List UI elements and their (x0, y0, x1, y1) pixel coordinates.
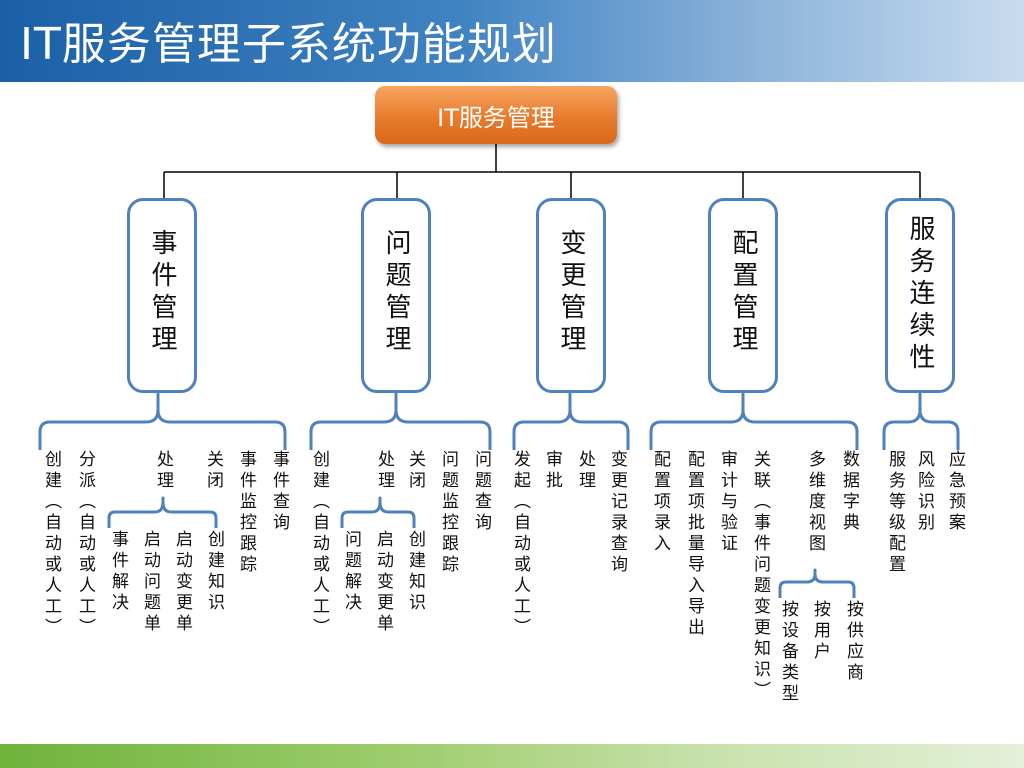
category-label: 配置管理 (728, 229, 758, 357)
bracket-connectors (38, 392, 960, 598)
bracket-config (649, 392, 859, 450)
item-incident-monitor: 事件监控跟踪 (236, 450, 256, 576)
category-service-continuity: 服务连续性 (885, 198, 955, 393)
category-label: 变更管理 (556, 229, 586, 357)
item-problem-query: 问题查询 (471, 450, 491, 534)
footer-bar (0, 744, 1024, 768)
item-problem-monitor: 问题监控跟踪 (438, 450, 458, 576)
subitem-incident-start-problem: 启动问题单 (140, 530, 160, 635)
category-change-management: 变更管理 (536, 198, 606, 393)
item-incident-handle: 处理 (153, 450, 173, 492)
subitem-problem-resolve: 问题解决 (341, 530, 361, 614)
item-continuity-risk: 风险识别 (914, 450, 934, 534)
category-label: 服务连续性 (905, 215, 935, 375)
bracket-problem-handle (340, 496, 416, 528)
item-config-dictionary: 数据字典 (839, 450, 859, 534)
page-title: IT服务管理子系统功能规划 (20, 19, 557, 70)
bracket-incident (38, 392, 287, 450)
subitem-problem-start-change: 启动变更单 (373, 530, 393, 635)
item-config-entry: 配置项录入 (650, 450, 670, 555)
subitem-incident-start-change: 启动变更单 (172, 530, 192, 635)
category-label: 问题管理 (381, 229, 411, 357)
item-continuity-emergency: 应急预案 (945, 450, 965, 534)
item-problem-create: 创建（自动或人工） (309, 450, 329, 639)
category-label: 事件管理 (147, 229, 177, 357)
item-incident-dispatch: 分派（自动或人工） (75, 450, 95, 639)
subitem-config-by-device: 按设备类型 (778, 600, 798, 705)
item-change-record-query: 变更记录查询 (607, 450, 627, 576)
item-problem-handle: 处理 (374, 450, 394, 492)
title-banner: IT服务管理子系统功能规划 (0, 0, 1024, 82)
category-incident-management: 事件管理 (127, 198, 197, 393)
category-configuration-management: 配置管理 (708, 198, 778, 393)
item-incident-close: 关闭 (203, 450, 223, 492)
bracket-incident-handle (107, 496, 218, 528)
item-config-batch: 配置项批量导入导出 (684, 450, 704, 639)
item-incident-query: 事件查询 (269, 450, 289, 534)
bracket-problem (309, 392, 492, 450)
item-change-approve: 审批 (542, 450, 562, 492)
bracket-change (512, 392, 630, 450)
category-problem-management: 问题管理 (361, 198, 431, 393)
item-config-relate: 关联（事件问题变更知识） (750, 450, 770, 702)
tree-connectors (163, 144, 921, 198)
item-config-multiview: 多维度视图 (805, 450, 825, 555)
item-config-audit: 审计与验证 (717, 450, 737, 555)
item-continuity-sla: 服务等级配置 (885, 450, 905, 576)
subitem-config-by-supplier: 按供应商 (843, 600, 863, 684)
root-node-it-service-management: IT服务管理 (375, 86, 617, 144)
item-change-initiate: 发起（自动或人工） (510, 450, 530, 639)
bracket-continuity (882, 392, 960, 450)
subitem-incident-create-knowledge: 创建知识 (204, 530, 224, 614)
item-problem-close: 关闭 (405, 450, 425, 492)
item-incident-create: 创建（自动或人工） (41, 450, 61, 639)
subitem-config-by-user: 按用户 (810, 600, 830, 663)
item-change-handle: 处理 (575, 450, 595, 492)
root-label: IT服务管理 (437, 103, 555, 132)
subitem-problem-create-knowledge: 创建知识 (405, 530, 425, 614)
bracket-config-multiview (778, 568, 856, 598)
subitem-incident-resolve: 事件解决 (108, 530, 128, 614)
